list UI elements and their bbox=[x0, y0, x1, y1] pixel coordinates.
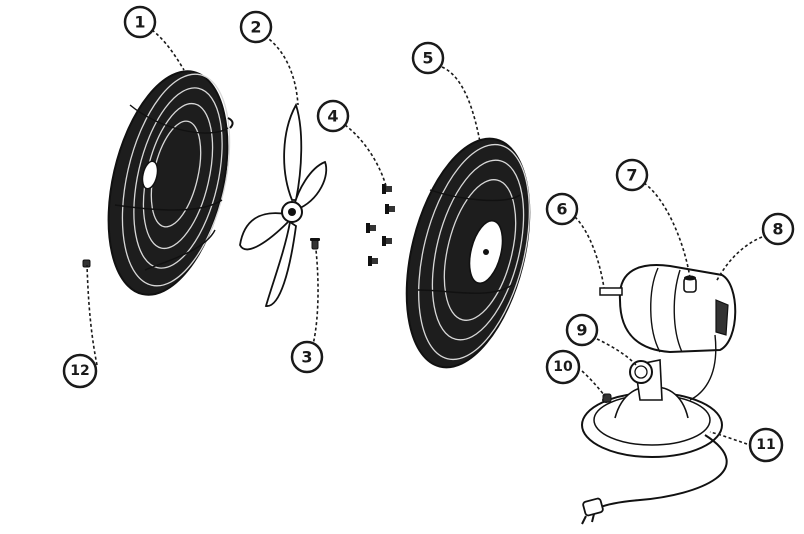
front-grille bbox=[107, 70, 234, 296]
svg-text:5: 5 bbox=[422, 49, 433, 68]
svg-text:4: 4 bbox=[327, 107, 338, 126]
callout-8: 8 bbox=[761, 212, 795, 246]
motor-housing bbox=[618, 264, 737, 354]
callout-1: 1 bbox=[123, 5, 157, 39]
rear-grille bbox=[405, 137, 531, 369]
callout-3: 3 bbox=[290, 340, 324, 374]
svg-text:3: 3 bbox=[301, 348, 312, 367]
motor-assembly bbox=[581, 264, 737, 525]
callout-5: 5 bbox=[411, 41, 445, 75]
motor-shaft bbox=[599, 287, 623, 296]
svg-text:2: 2 bbox=[250, 18, 261, 37]
svg-text:12: 12 bbox=[70, 363, 89, 379]
svg-text:9: 9 bbox=[576, 321, 587, 340]
speed-switch bbox=[602, 393, 612, 403]
base-power-cord bbox=[581, 334, 728, 525]
callout-4: 4 bbox=[316, 99, 350, 133]
callout-9: 9 bbox=[565, 313, 599, 347]
svg-text:11: 11 bbox=[756, 437, 775, 453]
svg-text:10: 10 bbox=[553, 359, 573, 375]
svg-text:6: 6 bbox=[556, 200, 567, 219]
blade-screw bbox=[310, 238, 320, 250]
svg-text:1: 1 bbox=[134, 13, 145, 32]
callout-10: 10 bbox=[545, 349, 581, 385]
callout-6: 6 bbox=[545, 192, 579, 226]
oscillation-knob bbox=[683, 275, 697, 293]
svg-text:8: 8 bbox=[772, 220, 783, 239]
tilt-knob bbox=[629, 360, 653, 384]
callout-12: 12 bbox=[62, 353, 98, 389]
grille-clip-screw bbox=[82, 259, 91, 268]
fan-blade bbox=[239, 102, 328, 307]
grille-screws bbox=[366, 184, 395, 266]
svg-text:7: 7 bbox=[626, 166, 637, 185]
callout-11: 11 bbox=[748, 427, 784, 463]
callout-2: 2 bbox=[239, 10, 273, 44]
callout-7: 7 bbox=[615, 158, 649, 192]
